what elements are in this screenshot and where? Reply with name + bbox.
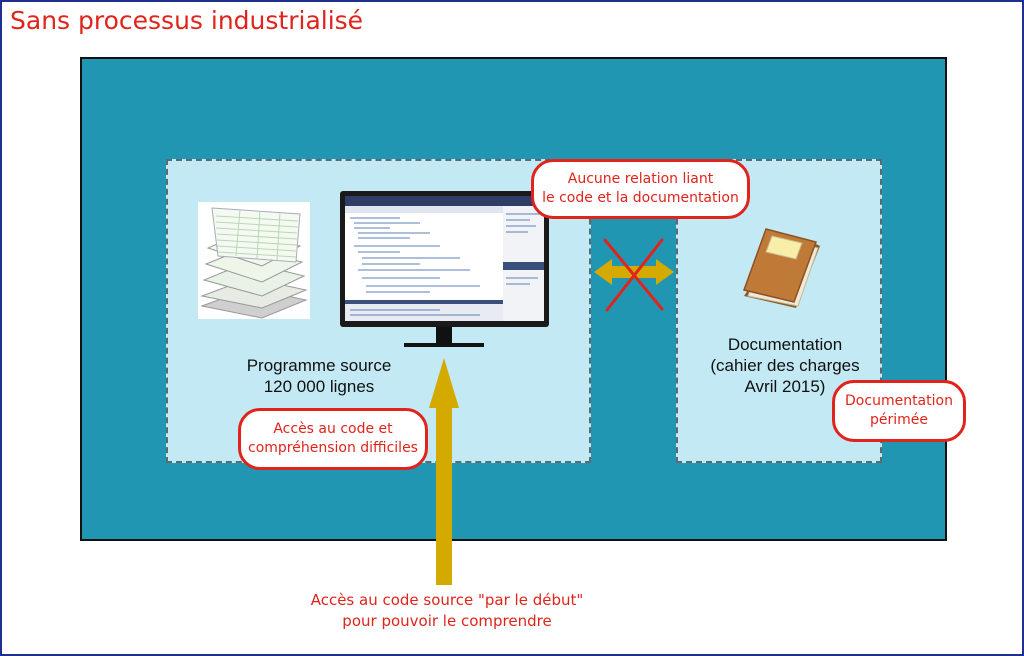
source-program-label: Programme source 120 000 lignes [232,355,406,397]
no-relation-line2: le code et la documentation [542,190,739,206]
documentation-label: Documentation (cahier des charges Avril … [702,334,868,397]
cross-icon [603,238,664,312]
no-relation-line1: Aucune relation liant [567,171,714,187]
monitor-icon [340,191,549,347]
documentation-line1: Documentation [727,335,843,354]
no-relation-callout: Aucune relation liant le code et la docu… [531,159,750,219]
documentation-line2: (cahier des charges [710,356,860,375]
bottom-note: Accès au code source "par le début" pour… [292,590,602,632]
access-difficult-line1: Accès au code et [273,421,393,437]
source-program-line1: Programme source [246,356,392,375]
documentation-line3: Avril 2015) [744,377,826,396]
bottom-note-line2: pour pouvoir le comprendre [342,612,552,630]
access-difficult-line2: compréhension difficiles [248,440,418,456]
outdated-doc-line1: Documentation [845,393,953,409]
bottom-note-line1: Accès au code source "par le début" [310,591,584,609]
paper-stack-icon [198,202,310,319]
access-difficult-callout: Accès au code et compréhension difficile… [238,408,428,470]
page-title: Sans processus industrialisé [10,6,364,35]
source-program-line2: 120 000 lignes [263,377,375,396]
up-arrow-icon [429,358,459,585]
outdated-doc-line2: périmée [869,412,928,428]
double-arrow-icon [594,259,674,285]
book-icon [743,228,820,308]
outdated-doc-callout: Documentation périmée [832,380,966,442]
